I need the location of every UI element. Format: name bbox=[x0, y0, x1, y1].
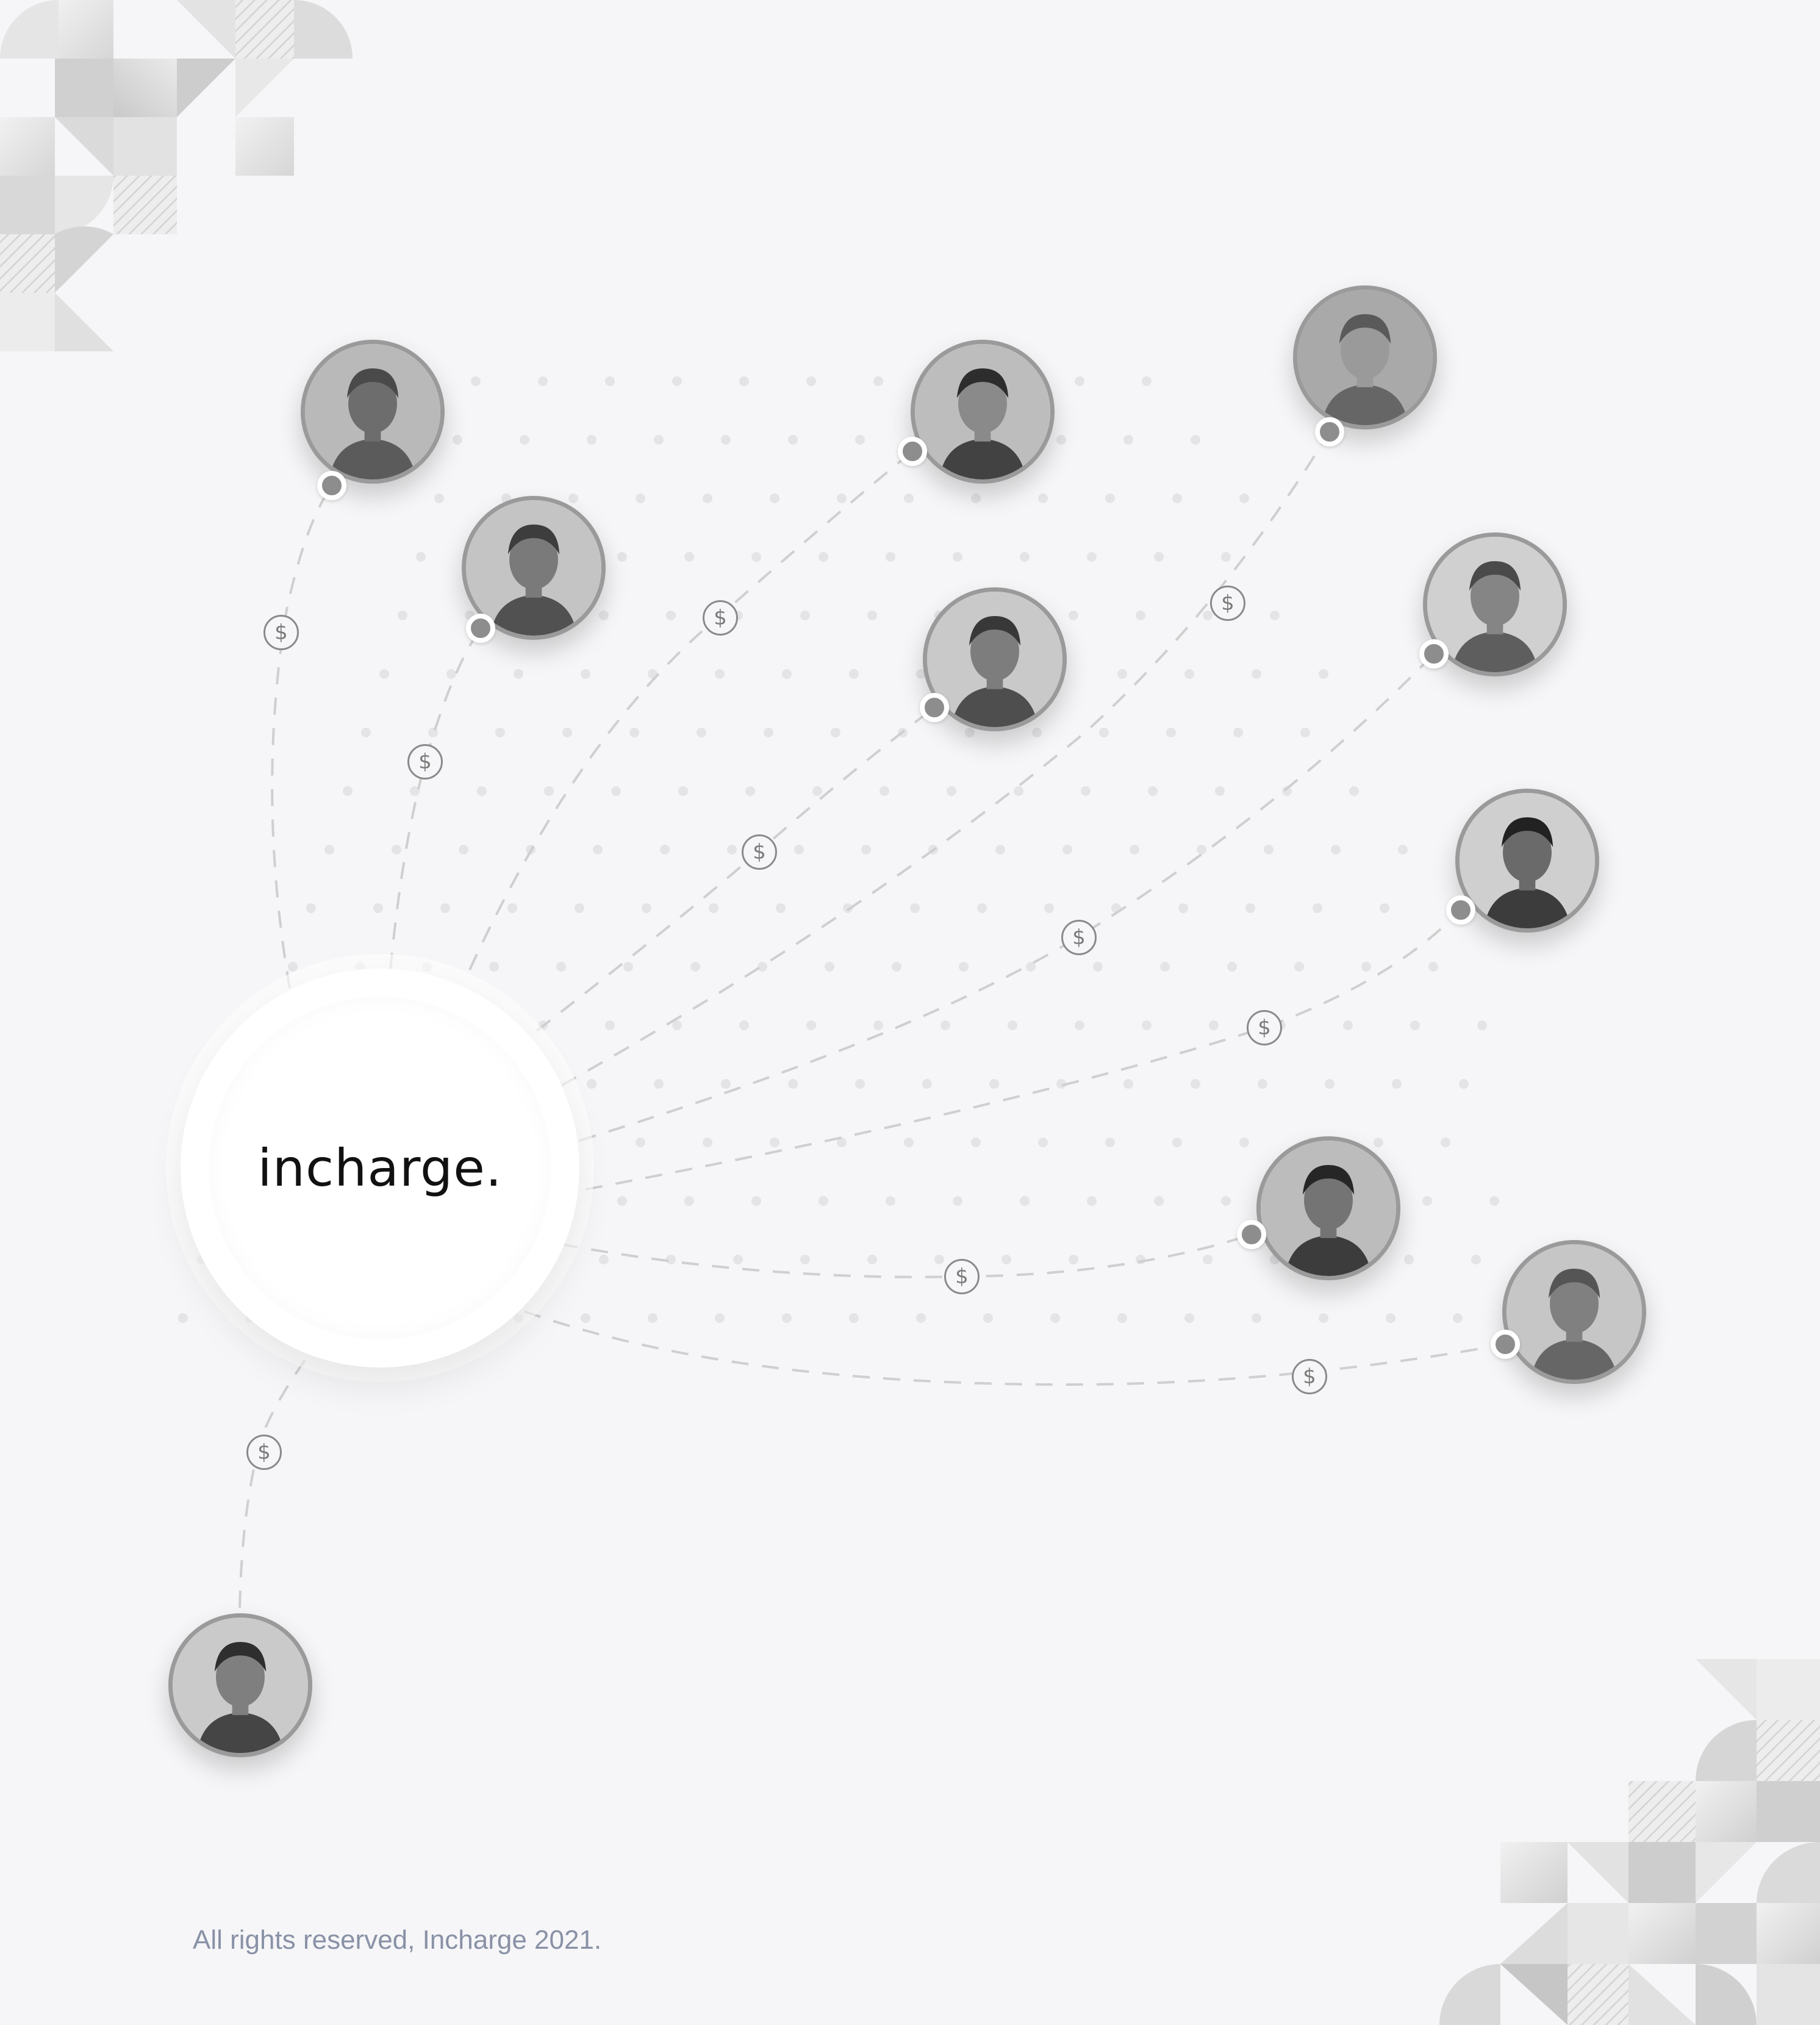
avatar-person-8[interactable] bbox=[1256, 1136, 1400, 1280]
avatar-person-4[interactable] bbox=[923, 587, 1067, 731]
portrait-illustration bbox=[1427, 537, 1563, 672]
portrait-illustration bbox=[915, 344, 1050, 479]
avatar-person-3[interactable] bbox=[911, 340, 1055, 484]
portrait-illustration bbox=[305, 344, 440, 479]
dollar-coin-icon: $ bbox=[1292, 1359, 1327, 1394]
portrait-illustration bbox=[1507, 1244, 1642, 1380]
avatar-person-7[interactable] bbox=[1455, 789, 1599, 933]
connector-dot-icon bbox=[1446, 895, 1475, 925]
dollar-coin-icon: $ bbox=[407, 744, 443, 780]
connector-dot-icon bbox=[920, 693, 949, 722]
portrait-illustration bbox=[1460, 793, 1595, 928]
dollar-coin-icon: $ bbox=[246, 1435, 282, 1470]
connector-dot-icon bbox=[317, 471, 346, 500]
portrait-illustration bbox=[1261, 1141, 1396, 1276]
portrait-illustration bbox=[927, 592, 1062, 727]
hub-inner-ring bbox=[209, 997, 551, 1339]
dollar-coin-icon: $ bbox=[1247, 1010, 1282, 1045]
avatar-person-10[interactable] bbox=[168, 1613, 312, 1757]
dollar-coin-icon: $ bbox=[703, 600, 738, 636]
dollar-coin-icon: $ bbox=[944, 1259, 980, 1294]
dollar-coin-icon: $ bbox=[1210, 586, 1245, 621]
portrait-illustration bbox=[173, 1618, 308, 1753]
dollar-coin-icon: $ bbox=[1061, 920, 1097, 955]
dollar-coin-icon: $ bbox=[742, 834, 777, 870]
portrait-illustration bbox=[1297, 290, 1433, 425]
avatar-person-1[interactable] bbox=[301, 340, 445, 484]
avatar-person-9[interactable] bbox=[1502, 1240, 1646, 1384]
decorative-pattern-bottom-right bbox=[1439, 1659, 1820, 2025]
dollar-coin-icon: $ bbox=[263, 615, 299, 650]
decorative-pattern-top-left bbox=[0, 0, 353, 351]
connector-dot-icon bbox=[1491, 1330, 1520, 1359]
avatar-person-5[interactable] bbox=[1293, 285, 1437, 429]
connector-dot-icon bbox=[1237, 1220, 1266, 1249]
incharge-hub[interactable]: incharge. bbox=[181, 969, 579, 1367]
connector-dot-icon bbox=[466, 614, 495, 643]
portrait-illustration bbox=[466, 500, 601, 636]
connector-dot-icon bbox=[898, 437, 927, 466]
connector-dot-icon bbox=[1315, 417, 1344, 446]
brand-logo: incharge. bbox=[257, 1138, 503, 1198]
footer-copyright: All rights reserved, Incharge 2021. bbox=[193, 1925, 602, 1955]
connector-dot-icon bbox=[1419, 639, 1449, 668]
